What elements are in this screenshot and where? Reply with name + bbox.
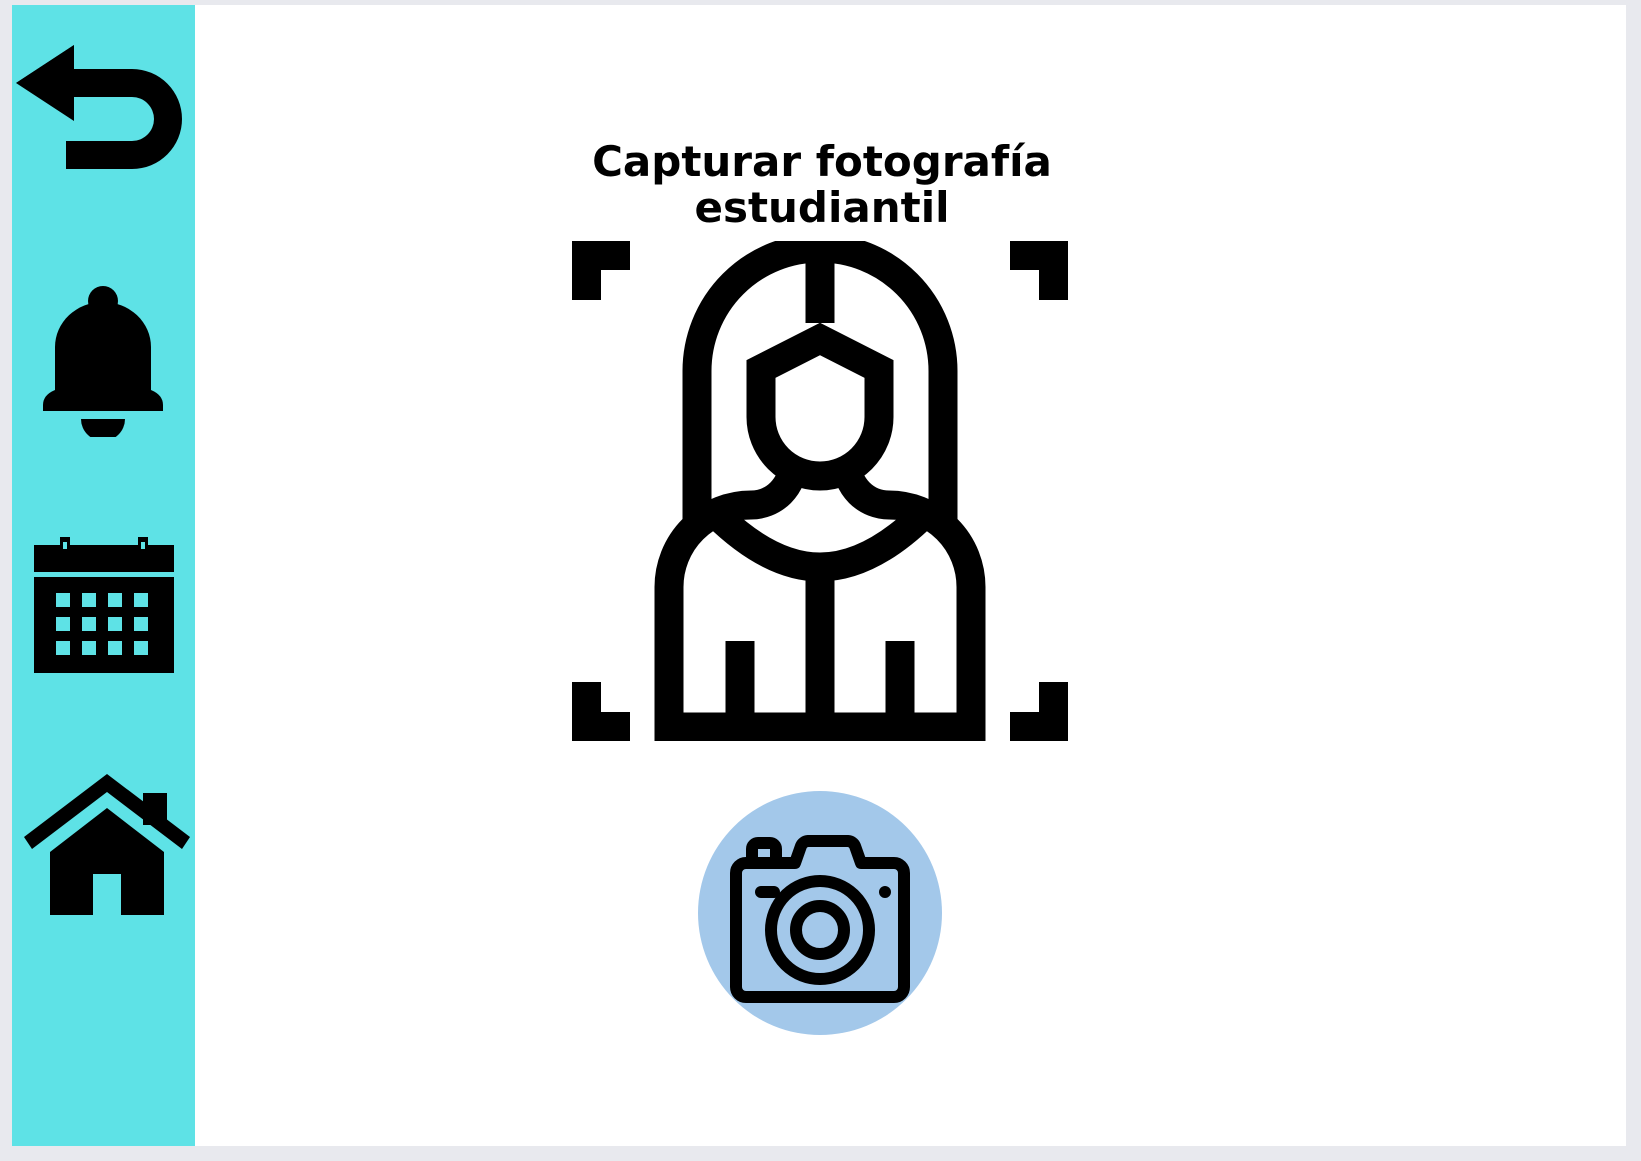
back-button[interactable] xyxy=(16,41,192,181)
student-portrait-frame-icon xyxy=(572,233,1068,742)
camera-icon xyxy=(730,835,910,1003)
home-button[interactable] xyxy=(24,773,192,915)
page-title-line-2: estudiantil xyxy=(694,183,950,233)
student-portrait-placeholder xyxy=(570,233,1070,745)
back-arrow-icon xyxy=(16,45,182,169)
notifications-button[interactable] xyxy=(42,285,164,437)
page-title-line-1: Capturar fotografía xyxy=(592,137,1052,187)
capture-button-background xyxy=(698,791,942,1035)
calendar-button[interactable] xyxy=(34,535,174,673)
calendar-icon xyxy=(34,537,174,673)
home-icon xyxy=(24,774,190,915)
bell-icon xyxy=(43,286,163,437)
app-frame: Capturar fotografía estudiantil xyxy=(12,5,1626,1146)
sidebar xyxy=(12,5,195,1146)
capture-photo-button[interactable] xyxy=(698,791,942,1035)
page-title: Capturar fotografía estudiantil xyxy=(497,139,1147,231)
